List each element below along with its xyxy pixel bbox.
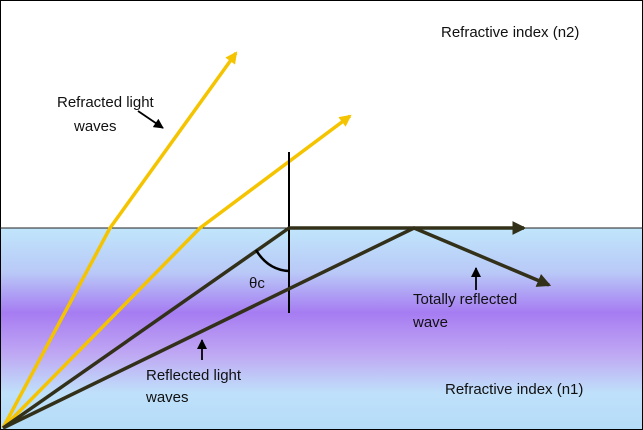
label-reflected-line1: Reflected light [146,367,242,384]
refracted-ray-1 [1,51,238,429]
label-n1: Refractive index (n1) [445,381,583,398]
critical-angle-arc [254,249,290,273]
label-refracted-line1: Refracted light [57,94,155,111]
upper-medium [0,0,643,229]
label-reflected-line2: waves [145,389,189,406]
label-n2: Refractive index (n2) [441,24,579,41]
label-totally-line2: wave [412,314,448,331]
refracted-pointer-arrow [137,110,164,129]
totally-reflected-ray [2,226,552,430]
label-refracted-line2: waves [73,118,117,135]
label-critical-angle: θc [249,275,265,292]
lower-medium [0,228,643,430]
refracted-ray-2 [1,114,352,430]
critical-ray [1,221,527,430]
label-totally-line1: Totally reflected [413,291,517,308]
